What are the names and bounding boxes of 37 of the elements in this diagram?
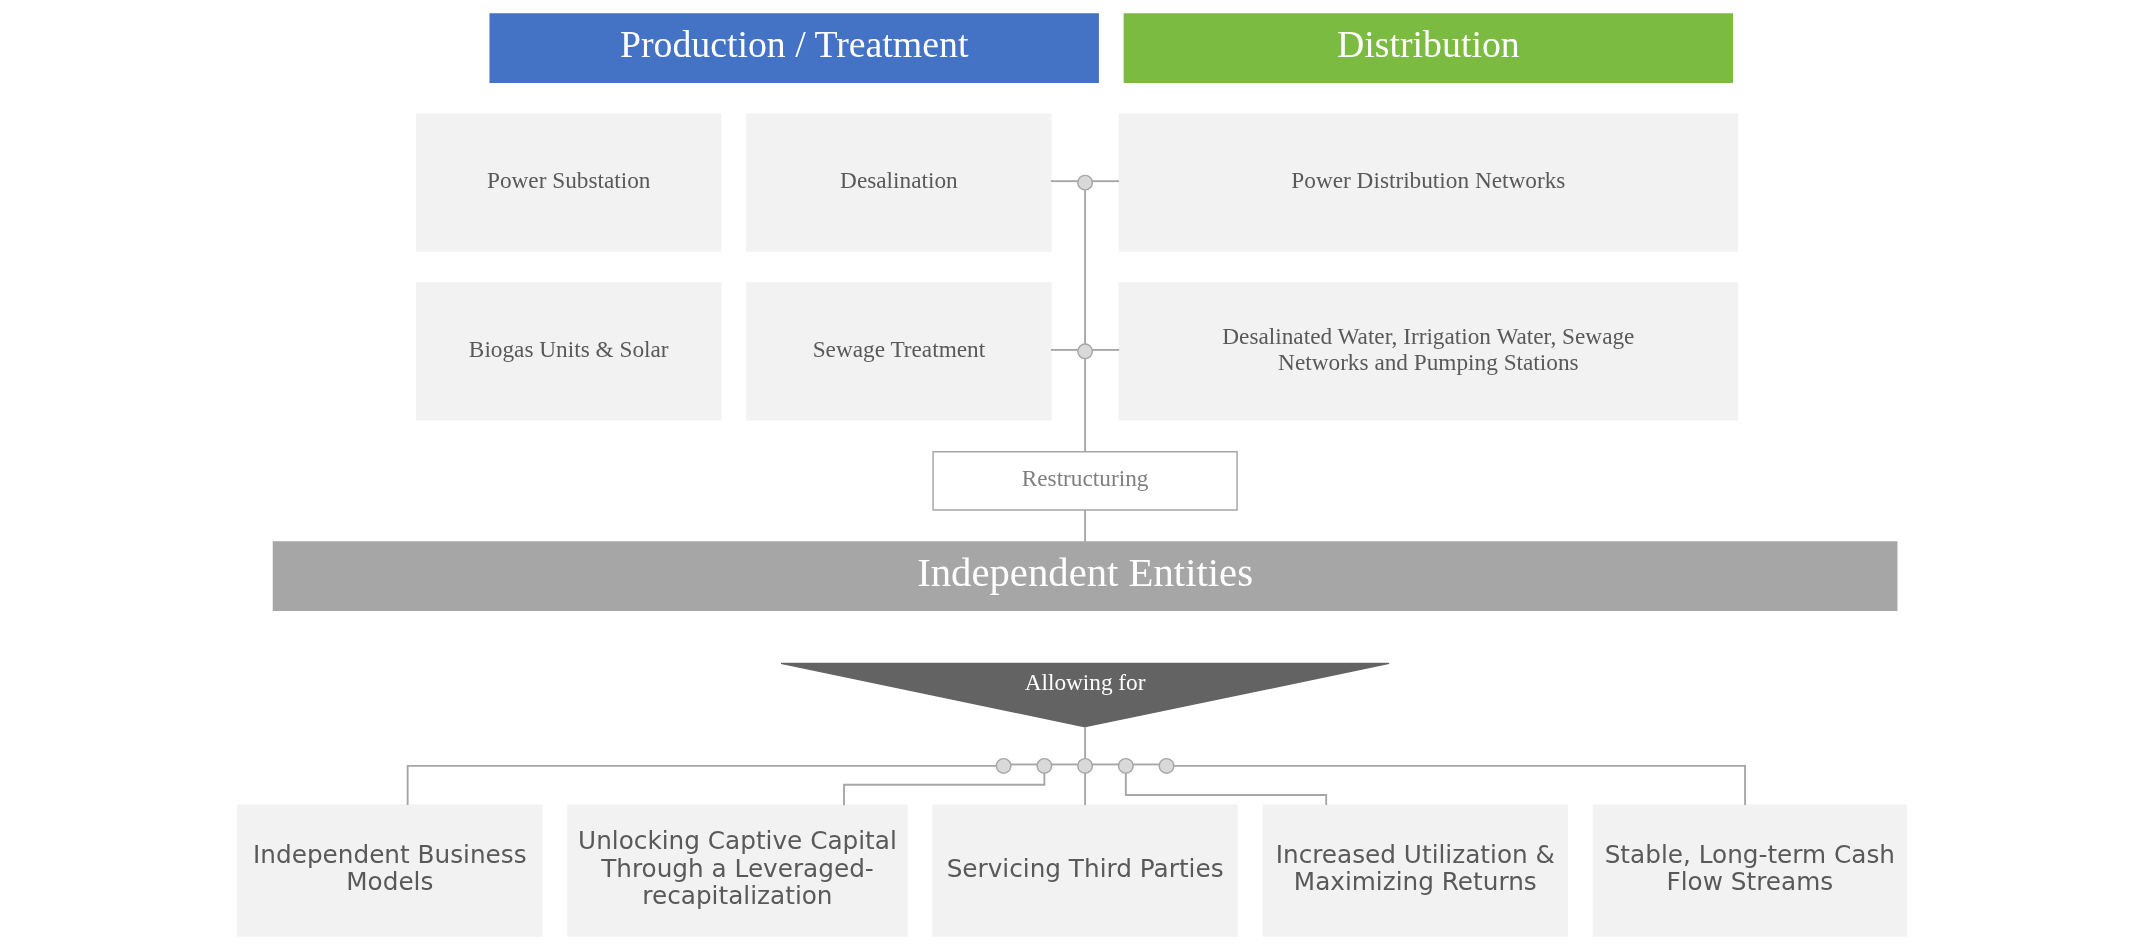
connector [1084, 357, 1087, 453]
connector [1084, 772, 1087, 807]
connector [1050, 348, 1079, 351]
connector [1124, 772, 1328, 806]
node-box: Power Distribution Networks [1118, 113, 1739, 252]
node-circle [1158, 757, 1175, 774]
node-box: Independent Business Models [237, 804, 543, 937]
connector [1084, 726, 1087, 760]
connector [1172, 764, 1747, 806]
connector [843, 772, 1046, 807]
node-circle [995, 757, 1012, 774]
node-circle [1077, 174, 1094, 191]
node-box: Unlocking Captive Capital Through a Leveraged-recapitalization [567, 804, 908, 937]
node-circle [1077, 757, 1094, 774]
connector [1132, 763, 1161, 766]
node-box: Stable, Long-term Cash Flow Streams [1592, 804, 1907, 937]
node-box: Distribution [1123, 13, 1734, 83]
node-box: Desalinated Water, Irrigation Water, Sewage Networks and Pumping Stations [1118, 282, 1739, 421]
node-box: Restructuring [932, 451, 1238, 511]
connector [1050, 180, 1079, 183]
connector [406, 764, 998, 806]
node-circle [1117, 757, 1134, 774]
node-box: Production / Treatment [489, 13, 1099, 83]
connector [1084, 508, 1087, 543]
connector [1091, 348, 1121, 351]
connector [1091, 763, 1120, 766]
node-box: Increased Utilization & Maximizing Returns [1262, 804, 1568, 937]
connector [1084, 189, 1087, 345]
connector [1010, 763, 1038, 766]
connector [1050, 763, 1079, 766]
node-box: Desalination [746, 113, 1052, 252]
node-circle [1036, 757, 1053, 774]
node-circle [1077, 343, 1094, 360]
node-box: Sewage Treatment [746, 282, 1052, 421]
node-box: Independent Entities [272, 541, 1898, 611]
node-box: Servicing Third Parties [932, 804, 1238, 937]
connector [1091, 180, 1121, 183]
